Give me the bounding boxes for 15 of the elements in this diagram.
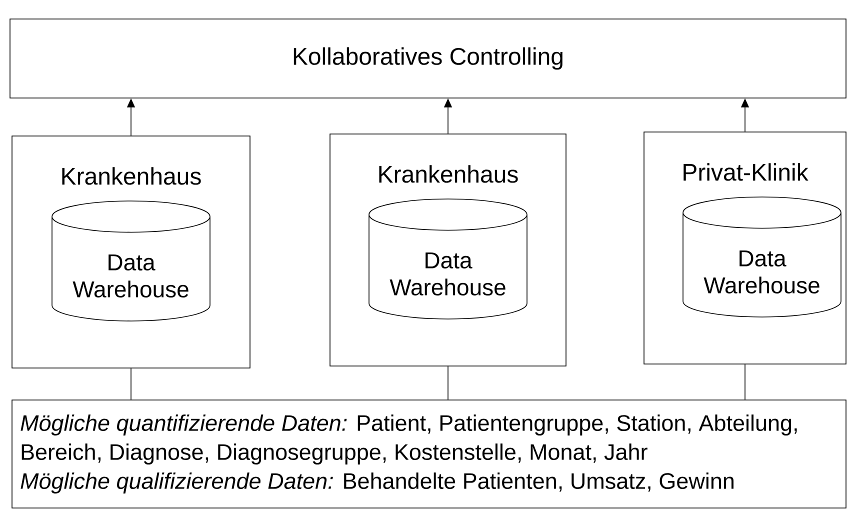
box-title: Privat-Klinik — [684, 163, 808, 181]
header-box: Kollaboratives Controlling — [10, 18, 846, 98]
database-cylinder: Data Warehouse — [682, 196, 842, 318]
organization-box — [644, 132, 846, 364]
database-cylinder: Data Warehouse — [368, 198, 528, 320]
description-text: Mögliche qualifizierende Daten: Behandelte Patienten, Umsatz, Gewinn — [20, 472, 734, 494]
description-text: Mögliche quantifizierende Daten: Patient, Patientengruppe, Station, Abteilung, Bereich, Diagnose, Diagnosegruppe, Kostenstelle, Monat, Jahr — [20, 414, 797, 464]
info-box — [12, 400, 846, 508]
organization-box — [12, 136, 250, 368]
organization-box — [330, 134, 566, 366]
box-title: Krankenhaus — [379, 165, 518, 183]
connector — [130, 368, 132, 400]
connector — [744, 364, 746, 400]
database-cylinder: Data Warehouse — [52, 200, 210, 322]
box-title: Krankenhaus — [62, 167, 201, 185]
